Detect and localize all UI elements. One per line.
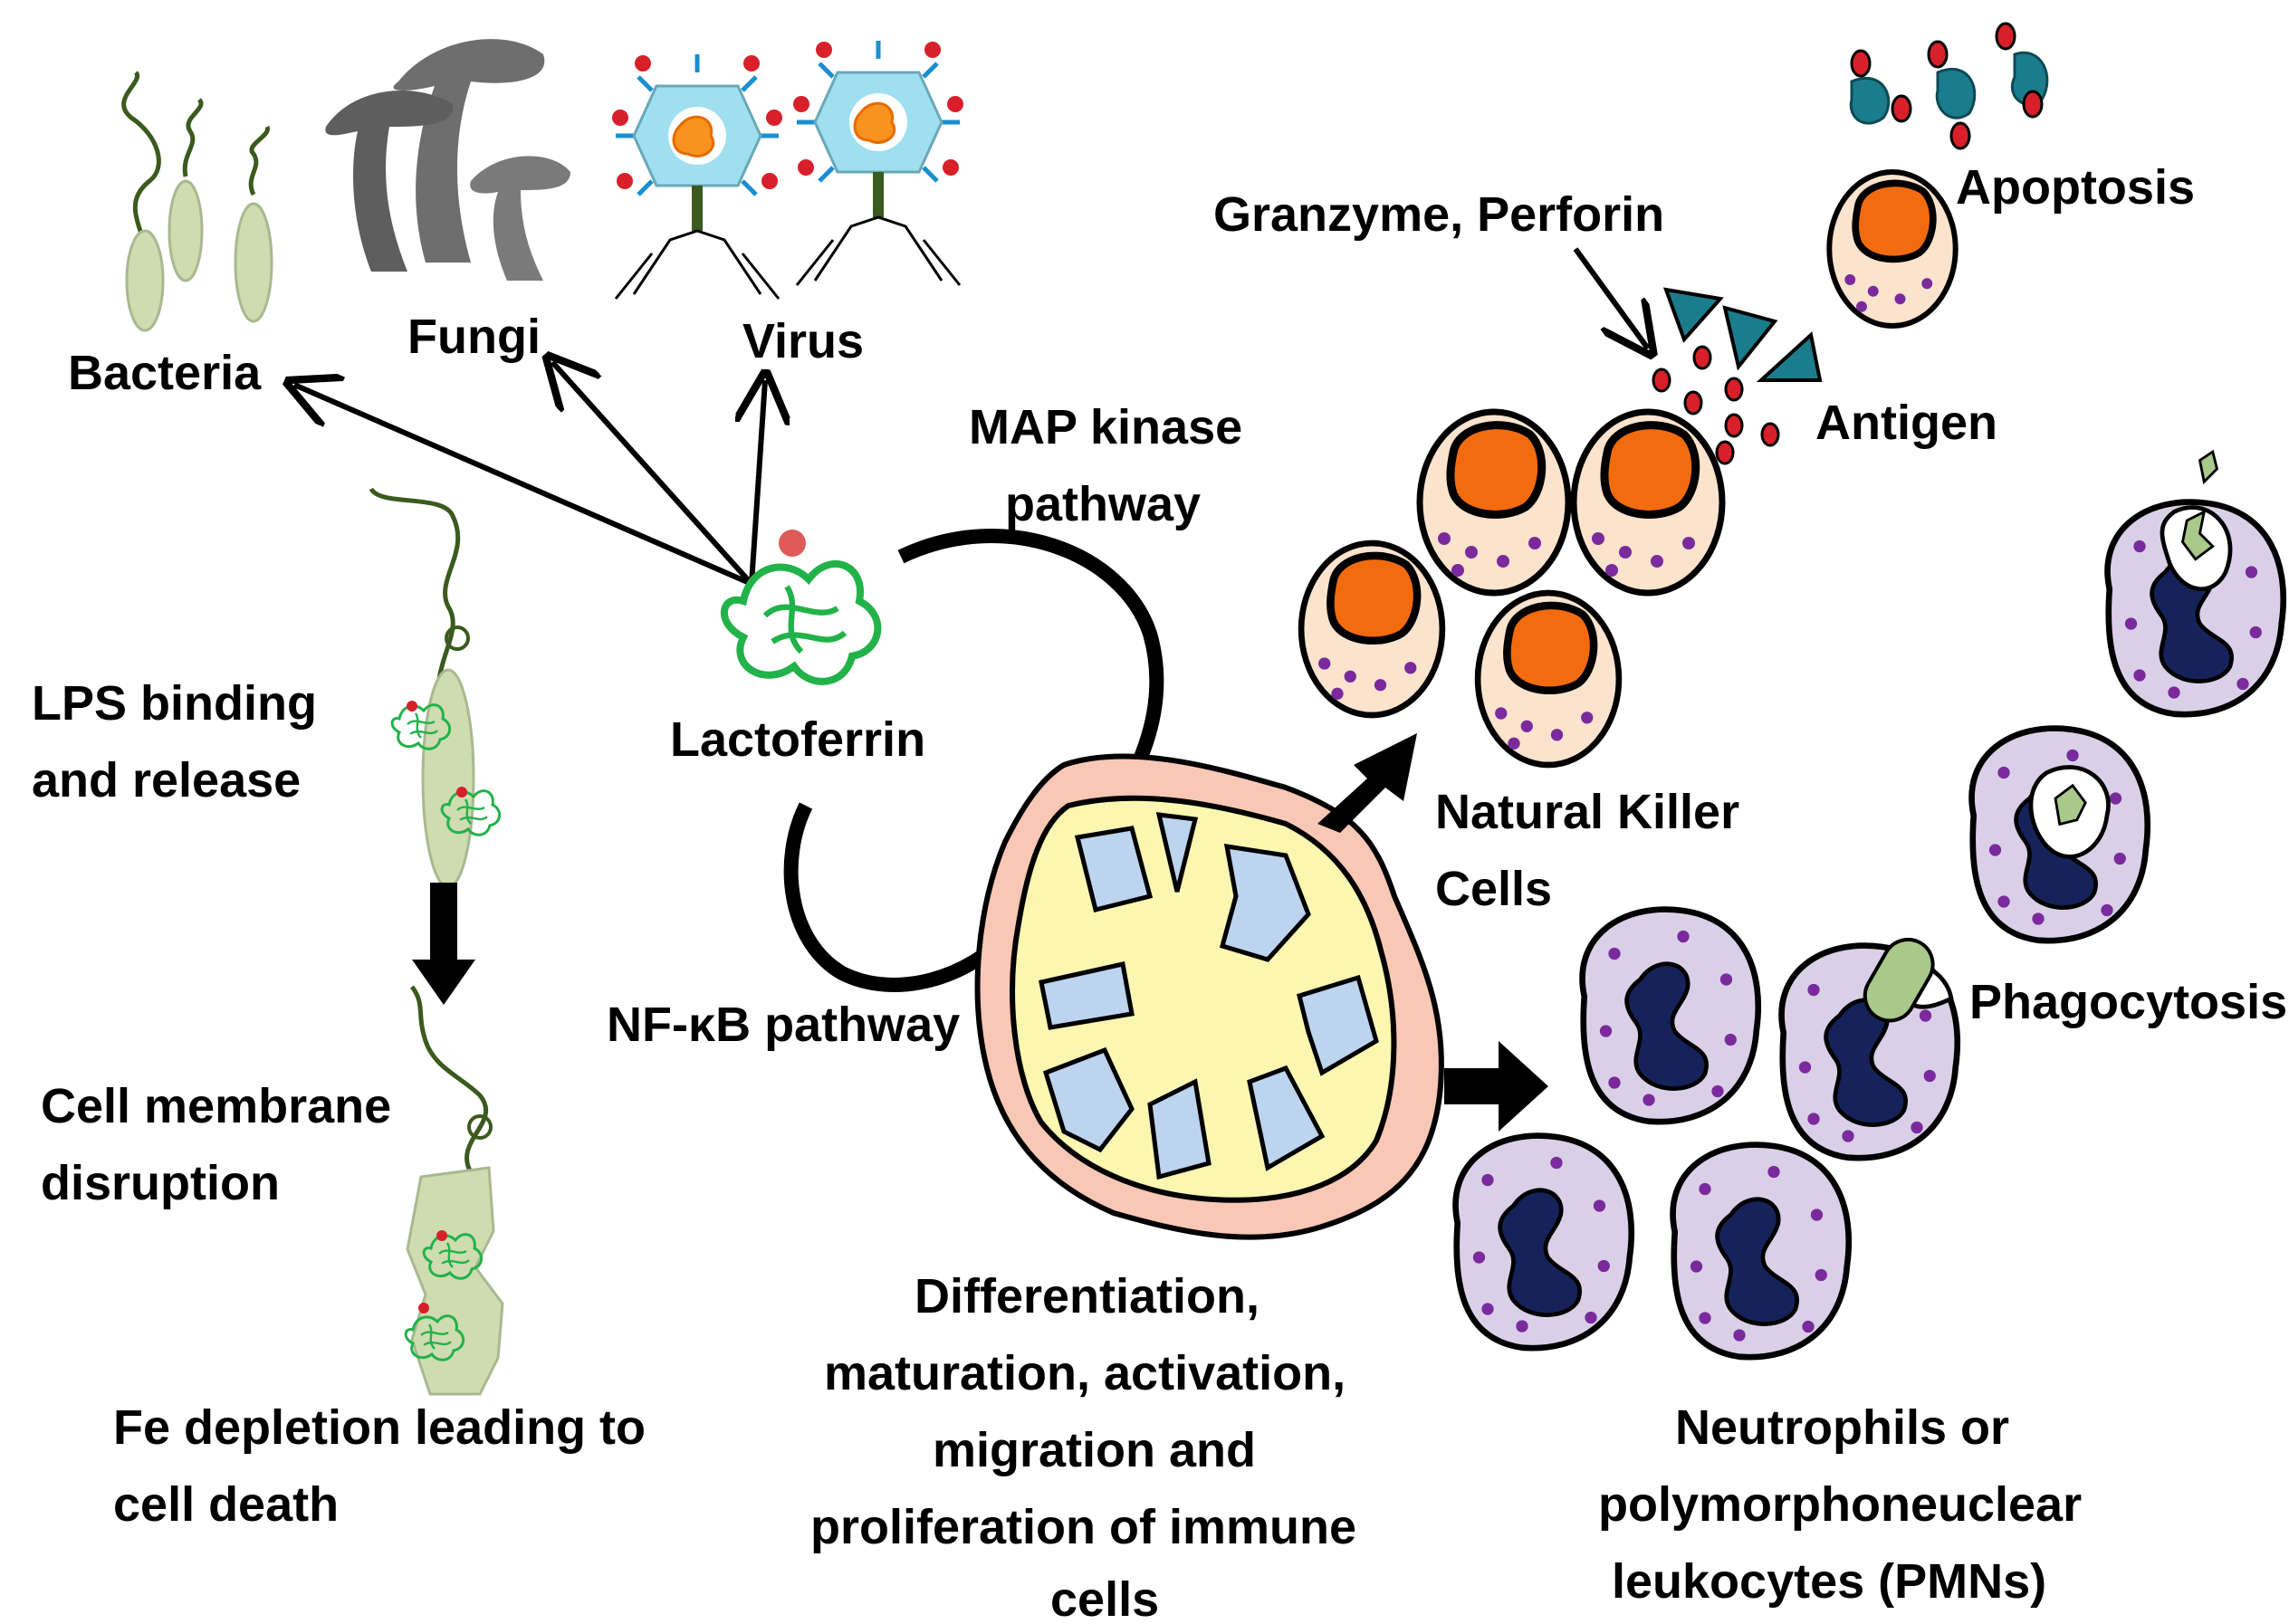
diff-label-line1: Differentiation, (915, 1269, 1259, 1323)
lactoferrin-arrows (294, 362, 765, 587)
disrupted-bacterium-illustration (404, 985, 504, 1396)
to-nk-arrow-icon (1317, 733, 1417, 833)
neut-label-line3: leukocytes (PMNs) (1612, 1554, 2046, 1609)
lps-label-line1: LPS binding (32, 676, 317, 731)
nk-label-line2: Cells (1435, 862, 1552, 916)
fe-label-line1: Fe depletion leading to (113, 1400, 646, 1455)
bacteria-illustration (121, 71, 273, 332)
virus-label: Virus (742, 314, 864, 368)
lps-bacterium-illustration (369, 487, 502, 889)
fungi-illustration (325, 39, 570, 281)
diff-label-line4: proliferation of immune (810, 1500, 1356, 1554)
lymphoid-organ-illustration (974, 753, 1444, 1240)
phagocytosis-illustration (1782, 449, 2284, 1158)
map-label-line2: pathway (1005, 477, 1201, 531)
neut-label-line2: polymorphoneuclear (1598, 1477, 2082, 1532)
pathway-arrows (783, 529, 1164, 992)
granzyme-arrow-icon (1573, 247, 1648, 349)
granzyme-granules-icon (1652, 345, 1780, 465)
nk-cells-illustration (1301, 412, 1722, 765)
membrane-label-line2: disruption (41, 1156, 280, 1210)
granzyme-label: Granzyme, Perforin (1213, 187, 1664, 242)
apoptotic-fragments-icon (1849, 22, 2049, 150)
fe-label-line2: cell death (113, 1477, 339, 1532)
membrane-label-line1: Cell membrane (41, 1079, 391, 1133)
antigen-triangles-icon (1662, 287, 1823, 382)
virus-illustration (612, 41, 963, 300)
pmn-cells-illustration (1456, 910, 1849, 1358)
bacteria-label: Bacteria (68, 346, 262, 400)
down-arrow-icon (412, 883, 475, 1005)
diff-label-line2: maturation, activation, (824, 1346, 1346, 1400)
fungi-label: Fungi (407, 310, 541, 364)
nk-label-line1: Natural Killer (1435, 785, 1739, 839)
apoptosis-label: Apoptosis (1956, 160, 2195, 215)
iron-atom-icon (779, 530, 806, 557)
map-label-line1: MAP kinase (969, 400, 1242, 454)
nfkb-label: NF-κB pathway (607, 998, 960, 1052)
diff-label-line3: migration and (933, 1423, 1256, 1477)
phagocytosis-label: Phagocytosis (1969, 975, 2287, 1029)
to-pmn-arrow-icon (1444, 1041, 1548, 1132)
lactoferrin-label: Lactoferrin (670, 712, 925, 767)
antigen-label: Antigen (1815, 396, 1997, 450)
lps-label-line2: and release (32, 753, 301, 807)
diff-label-line5: cells (1050, 1572, 1159, 1624)
apoptotic-cell-illustration (1829, 172, 1955, 326)
neut-label-line1: Neutrophils or (1675, 1400, 2009, 1455)
